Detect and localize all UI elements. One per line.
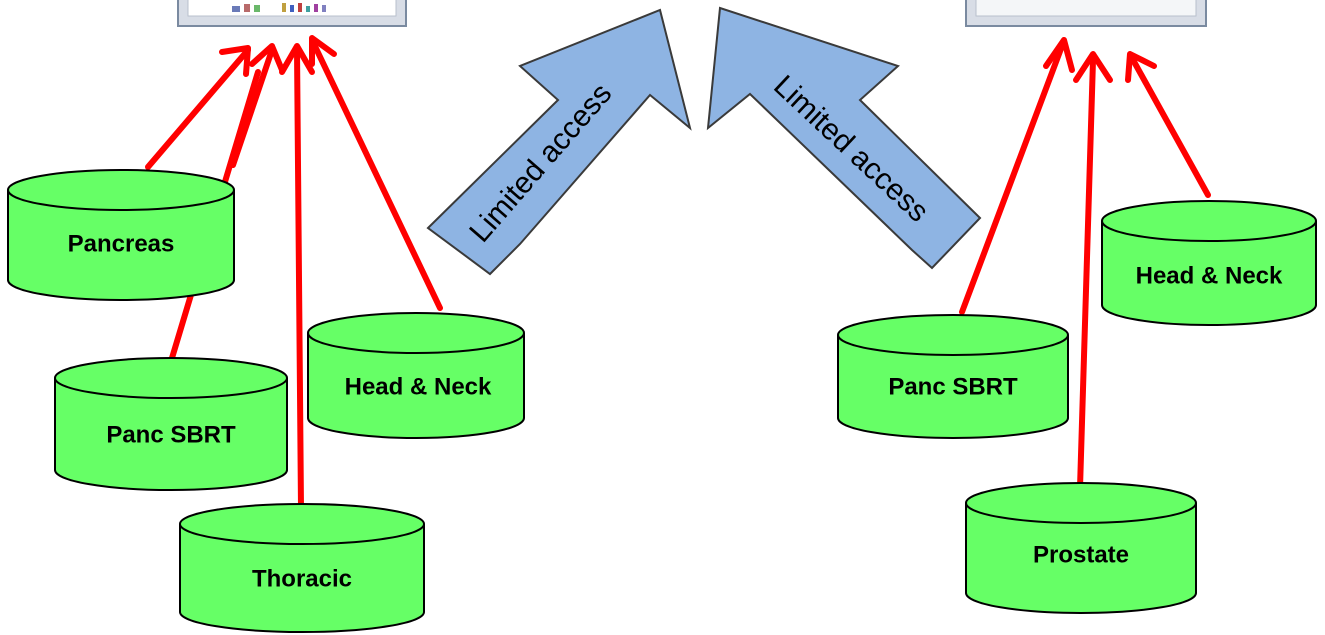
database-thoracic: Thoracic [179,503,425,633]
access-arrow-left-label: Limited access [463,77,618,248]
access-arrow-left: Limited access [426,8,692,276]
database-prostate: Prostate [965,482,1197,614]
connector-pancreas-2 [230,43,285,168]
database-panc-sbrt-left: Panc SBRT [54,357,288,491]
left-connectors [145,35,443,511]
right-screenshot-thumbnail [965,0,1207,27]
database-label-prostate: Prostate [1033,541,1129,568]
connector-pancreas-1 [145,45,251,170]
right-connectors [959,37,1211,491]
database-label-head-neck-left: Head & Neck [345,373,492,400]
database-label-panc-sbrt-right: Panc SBRT [888,373,1018,400]
database-head-neck-left: Head & Neck [307,312,525,439]
connector-head-neck-left [309,35,443,311]
database-label-panc-sbrt-left: Panc SBRT [106,421,236,448]
connector-head-neck-right [1125,51,1211,198]
database-head-neck-right: Head & Neck [1101,200,1317,326]
left-screenshot-thumbnail [177,0,407,27]
database-label-head-neck-right: Head & Neck [1136,262,1283,289]
connector-prostate [1073,51,1113,491]
database-label-thoracic: Thoracic [252,565,352,592]
connector-panc-sbrt-right [959,37,1075,315]
database-pancreas: Pancreas [7,169,235,301]
database-panc-sbrt-right: Panc SBRT [837,314,1069,439]
connector-thoracic [279,43,315,511]
access-arrow-right: Limited access [706,6,982,270]
database-label-pancreas: Pancreas [68,230,175,257]
